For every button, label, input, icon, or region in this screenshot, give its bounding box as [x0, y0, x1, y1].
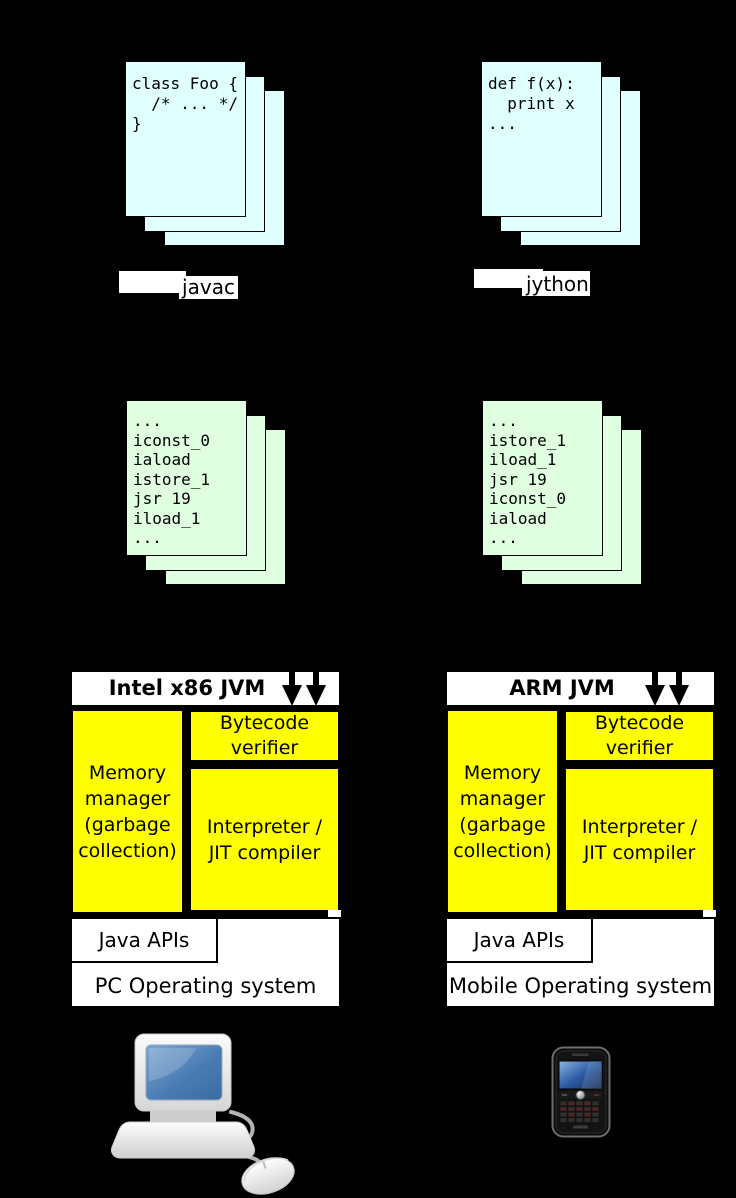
document-page: ... istore_1 iload_1 jsr 19 iconst_0 ial…	[482, 400, 603, 556]
memory-manager-box: Memory manager (garbage collection)	[70, 708, 185, 915]
platform-arm: ARM JVM Memory manager (garbage collecti…	[445, 670, 716, 1008]
java-source-code: class Foo { /* ... */ }	[132, 74, 238, 133]
empty-label-box	[119, 271, 186, 293]
memory-manager-box: Memory manager (garbage collection)	[445, 708, 560, 915]
java-apis-label: Java APIs	[98, 928, 190, 952]
document-page: def f(x): print x ...	[481, 61, 602, 217]
frame-corner	[328, 910, 341, 917]
interpreter-jit-label: Interpreter / JIT compiler	[581, 815, 698, 864]
bytecode-verifier-label: Bytecode verifier	[219, 712, 310, 759]
os-label: Mobile Operating system	[448, 974, 713, 998]
java-apis-box: Java APIs	[445, 917, 593, 963]
jython-compiler-label: jython	[522, 271, 590, 296]
jvm-header: ARM JVM	[445, 670, 716, 707]
smartphone-icon	[551, 1046, 611, 1138]
down-arrow-icon	[645, 672, 689, 706]
memory-manager-label: Memory manager (garbage collection)	[453, 761, 552, 862]
python-bytecode-stack: ... istore_1 iload_1 jsr 19 iconst_0 ial…	[482, 400, 643, 586]
memory-manager-label: Memory manager (garbage collection)	[78, 761, 177, 862]
java-bytecode-listing: ... iconst_0 iaload istore_1 jsr 19 iloa…	[133, 411, 211, 547]
os-label: PC Operating system	[94, 974, 317, 998]
jvm-title: ARM JVM	[509, 676, 615, 700]
computer-icon	[111, 1033, 295, 1195]
java-apis-box: Java APIs	[70, 917, 218, 963]
bytecode-verifier-label: Bytecode verifier	[594, 712, 685, 759]
bytecode-verifier-box: Bytecode verifier	[188, 709, 341, 763]
jvm-header: Intel x86 JVM	[70, 670, 341, 707]
document-page: class Foo { /* ... */ }	[125, 61, 246, 217]
interpreter-jit-box: Interpreter / JIT compiler	[188, 766, 341, 913]
python-source-stack: def f(x): print x ...	[481, 61, 642, 247]
frame-corner	[703, 910, 716, 917]
down-arrow-icon	[282, 672, 326, 706]
jvm-title: Intel x86 JVM	[108, 676, 266, 700]
python-source-code: def f(x): print x ...	[488, 74, 575, 133]
interpreter-jit-box: Interpreter / JIT compiler	[563, 766, 716, 913]
java-bytecode-stack: ... iconst_0 iaload istore_1 jsr 19 iloa…	[126, 400, 287, 586]
python-bytecode-listing: ... istore_1 iload_1 jsr 19 iconst_0 ial…	[489, 411, 567, 547]
interpreter-jit-label: Interpreter / JIT compiler	[206, 815, 323, 864]
java-source-stack: class Foo { /* ... */ }	[125, 61, 286, 247]
bytecode-verifier-box: Bytecode verifier	[563, 709, 716, 763]
platform-intel-x86: Intel x86 JVM Memory manager (garbage co…	[70, 670, 341, 1008]
java-apis-label: Java APIs	[473, 928, 565, 952]
javac-compiler-label: javac	[179, 276, 238, 299]
document-page: ... iconst_0 iaload istore_1 jsr 19 iloa…	[126, 400, 247, 556]
